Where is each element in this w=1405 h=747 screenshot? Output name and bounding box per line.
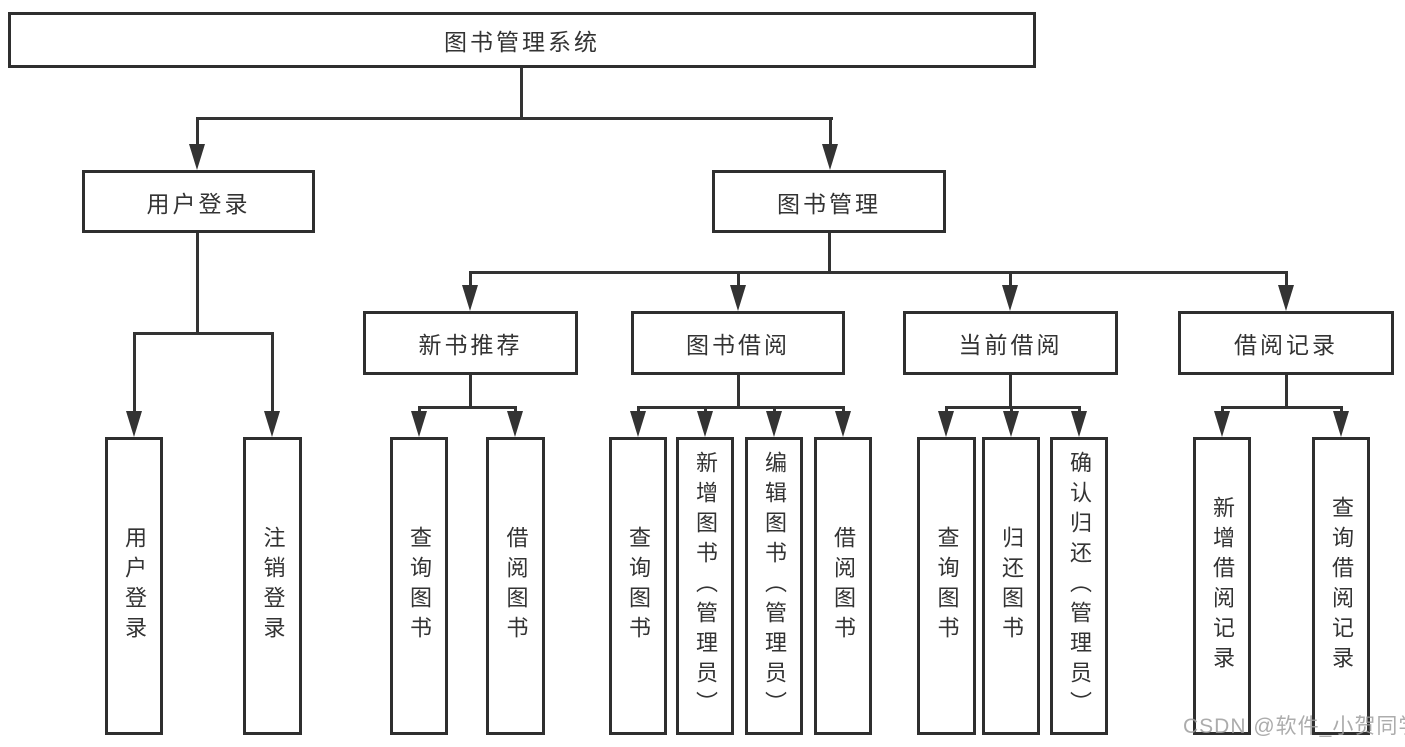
leaf-query-books-current-label: 查询图书 [934,526,960,646]
leaf-confirm-return-admin: 确认归还（管理员） [1050,437,1108,735]
leaf-user-login-label: 用户登录 [122,526,147,646]
leaf-query-books-recommend-label: 查询图书 [407,526,432,646]
connector-to-new-book [469,271,472,287]
node-user-login-label: 用户登录 [146,190,251,217]
connector-to-user-login [196,117,199,147]
node-user-login: 用户登录 [82,170,315,233]
arrow-down-icon [1002,285,1018,311]
arrow-down-icon [1214,411,1230,437]
connector-stub [773,406,776,415]
leaf-borrow-books-recommend-label: 借阅图书 [503,526,529,646]
node-root-label: 图书管理系统 [444,29,600,55]
node-new-book-recommend: 新书推荐 [363,311,578,375]
node-current-borrow-label: 当前借阅 [958,332,1063,358]
leaf-borrow-books-recommend: 借阅图书 [486,437,545,735]
leaf-logout: 注销登录 [243,437,302,735]
connector-to-leaf-logout [271,332,274,414]
connector-root-branch [196,117,833,120]
arrow-down-icon [264,411,280,437]
node-new-book-recommend-label: 新书推荐 [418,332,523,358]
connector-to-current-borrow [1009,271,1012,287]
leaf-query-books-borrow: 查询图书 [609,437,667,735]
node-borrow-records-label: 借阅记录 [1234,332,1338,358]
arrow-down-icon [822,144,838,170]
leaf-add-borrow-record-label: 新增借阅记录 [1210,496,1235,676]
connector-borrow-records-trunk [1285,375,1288,408]
arrow-down-icon [730,285,746,311]
arrow-down-icon [462,285,478,311]
arrow-down-icon [766,411,782,437]
connector-stub [1010,406,1013,415]
arrow-down-icon [1003,411,1019,437]
node-book-management: 图书管理 [712,170,946,233]
arrow-down-icon [938,411,954,437]
node-book-borrow: 图书借阅 [631,311,845,375]
leaf-add-book-admin-label: 新增图书（管理员） [693,451,718,721]
arrow-down-icon [697,411,713,437]
leaf-borrow-books: 借阅图书 [814,437,872,735]
leaf-add-borrow-record: 新增借阅记录 [1193,437,1251,735]
arrow-down-icon [835,411,851,437]
connector-current-borrow-branch [945,406,1081,409]
leaf-add-book-admin: 新增图书（管理员） [676,437,734,735]
arrow-down-icon [1333,411,1349,437]
leaf-query-borrow-record: 查询借阅记录 [1312,437,1370,735]
connector-to-leaf-login [133,332,136,414]
connector-book-mgmt-trunk [828,233,831,272]
leaf-confirm-return-admin-label: 确认归还（管理员） [1067,451,1092,721]
connector-book-mgmt-branch [469,271,1288,274]
connector-to-book-borrow [737,271,740,287]
leaf-query-books-current: 查询图书 [917,437,976,735]
connector-stub [418,406,421,415]
arrow-down-icon [507,411,523,437]
node-book-management-label: 图书管理 [777,190,881,217]
arrow-down-icon [189,144,205,170]
connector-user-login-trunk [196,233,199,333]
leaf-user-login: 用户登录 [105,437,163,735]
connector-stub [637,406,640,415]
leaf-edit-book-admin: 编辑图书（管理员） [745,437,803,735]
connector-stub [1221,406,1224,415]
arrow-down-icon [411,411,427,437]
connector-root-trunk [520,68,523,118]
connector-stub [945,406,948,415]
node-borrow-records: 借阅记录 [1178,311,1394,375]
connector-new-book-branch [418,406,517,409]
node-current-borrow: 当前借阅 [903,311,1118,375]
connector-new-book-trunk [469,375,472,408]
arrow-down-icon [1071,411,1087,437]
leaf-return-book: 归还图书 [982,437,1040,735]
connector-stub [1340,406,1343,415]
arrow-down-icon [630,411,646,437]
connector-stub [842,406,845,415]
connector-to-book-mgmt [829,117,832,147]
leaf-borrow-books-label: 借阅图书 [831,526,856,646]
connector-book-borrow-branch [637,406,845,409]
arrow-down-icon [126,411,142,437]
connector-borrow-records-branch [1221,406,1343,409]
leaf-query-books-recommend: 查询图书 [390,437,448,735]
connector-current-borrow-trunk [1009,375,1012,408]
connector-stub [1078,406,1081,415]
leaf-edit-book-admin-label: 编辑图书（管理员） [762,451,787,721]
connector-stub [514,406,517,415]
leaf-logout-label: 注销登录 [260,526,286,646]
leaf-query-books-borrow-label: 查询图书 [626,526,651,646]
node-root: 图书管理系统 [8,12,1036,68]
leaf-query-borrow-record-label: 查询借阅记录 [1329,496,1354,676]
node-book-borrow-label: 图书借阅 [686,332,790,358]
leaf-return-book-label: 归还图书 [999,526,1024,646]
connector-stub [704,406,707,415]
connector-book-borrow-trunk [737,375,740,408]
connector-to-borrow-records [1285,271,1288,287]
csdn-watermark: CSDN @软件_小贺同学 [1183,715,1405,738]
arrow-down-icon [1278,285,1294,311]
connector-user-login-branch [133,332,274,335]
